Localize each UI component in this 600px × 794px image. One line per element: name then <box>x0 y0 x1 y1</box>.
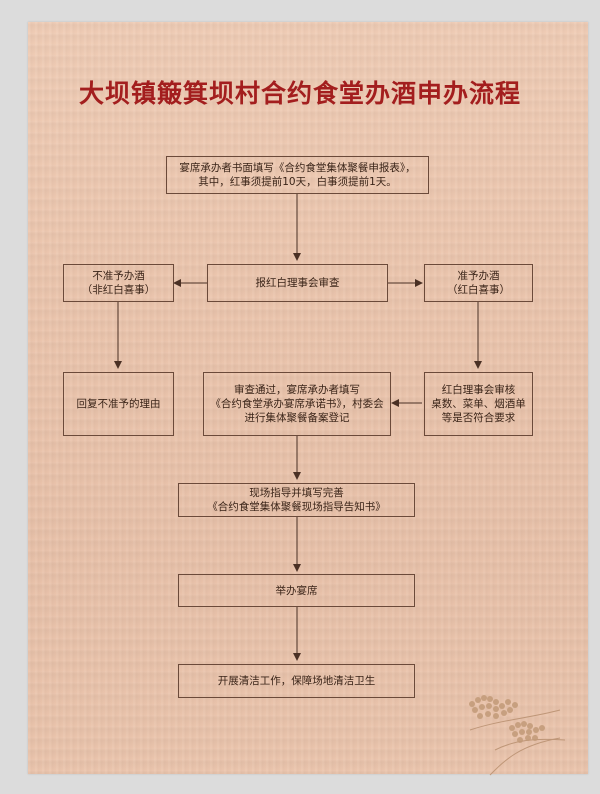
wood-background <box>28 22 588 774</box>
node-approve-line-2: （红白喜事） <box>447 284 510 296</box>
node-cleanup-label: 开展清洁工作，保障场地清洁卫生 <box>217 675 376 687</box>
node-reject: 不准予办酒 （非红白喜事） <box>63 264 174 302</box>
node-review-label: 报红白理事会审查 <box>255 277 340 289</box>
node-reply-reason: 回复不准予的理由 <box>63 372 174 436</box>
node-review: 报红白理事会审查 <box>207 264 388 302</box>
node-approve-line-1: 准予办酒 <box>457 270 500 282</box>
node-register-line-2: 《合约食堂承办宴席承诺书》，村委会 <box>210 398 384 410</box>
node-application-line-2: 其中，红事须提前10天，白事须提前1天。 <box>198 176 397 188</box>
node-register: 审查通过，宴席承办者填写 《合约食堂承办宴席承诺书》，村委会 进行集体聚餐备案登… <box>203 372 391 436</box>
node-application-line-1: 宴席承办者书面填写《合约食堂集体聚餐申报表》， <box>179 162 416 174</box>
node-register-line-3: 进行集体聚餐备案登记 <box>244 412 350 424</box>
node-guide-line-2: 《合约食堂集体聚餐现场指导告知书》 <box>207 501 386 513</box>
node-onsite-guide: 现场指导并填写完善 《合约食堂集体聚餐现场指导告知书》 <box>178 483 415 517</box>
rice-ear-icon <box>469 695 566 776</box>
node-check-line-2: 桌数、菜单、烟酒单 <box>431 398 526 410</box>
page-title: 大坝镇簸箕坝村合约食堂办酒申办流程 <box>78 79 521 108</box>
node-check-line-3: 等是否符合要求 <box>441 412 516 424</box>
node-reject-line-2: （非红白喜事） <box>81 284 156 296</box>
node-reply-label: 回复不准予的理由 <box>76 398 161 410</box>
node-guide-line-1: 现场指导并填写完善 <box>249 487 344 499</box>
node-cleanup: 开展清洁工作，保障场地清洁卫生 <box>178 664 415 698</box>
node-register-line-1: 审查通过，宴席承办者填写 <box>234 384 360 396</box>
node-hold-label: 举办宴席 <box>275 584 318 597</box>
node-check-line-1: 红白理事会审核 <box>441 384 516 396</box>
node-council-check: 红白理事会审核 桌数、菜单、烟酒单 等是否符合要求 <box>424 372 533 436</box>
node-hold-banquet: 举办宴席 <box>178 574 415 607</box>
node-reject-line-1: 不准予办酒 <box>92 270 145 282</box>
node-approve: 准予办酒 （红白喜事） <box>424 264 533 302</box>
node-application: 宴席承办者书面填写《合约食堂集体聚餐申报表》， 其中，红事须提前10天，白事须提… <box>166 156 429 194</box>
